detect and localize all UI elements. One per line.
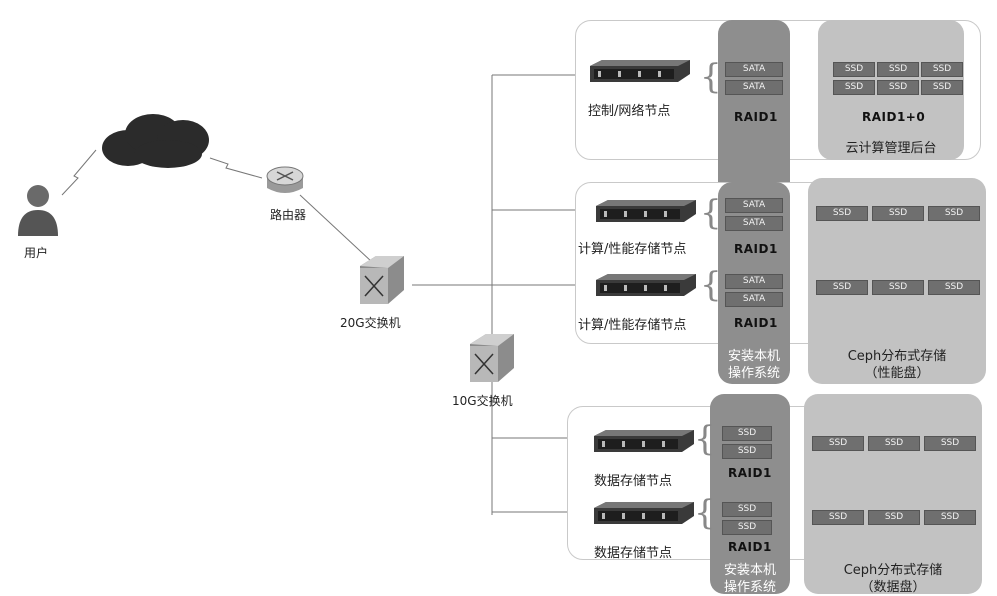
disk-ssd: SSD — [868, 510, 920, 525]
disk-sata: SATA — [725, 274, 783, 289]
switch-10g-icon — [466, 332, 518, 384]
raid-label: RAID1 — [728, 466, 772, 480]
disk-ssd: SSD — [833, 62, 875, 77]
os-caption-line2: 操作系统 — [723, 580, 776, 595]
raid-label: RAID1 — [734, 316, 778, 330]
os-caption-line1: 安装本机 — [727, 349, 780, 364]
disk-ssd: SSD — [816, 206, 868, 221]
os-caption-line1: 安装本机 — [723, 563, 776, 578]
router-label: 路由器 — [270, 208, 307, 222]
control-node-label: 控制/网络节点 — [588, 104, 671, 119]
disk-ssd: SSD — [872, 206, 924, 221]
user-label: 用户 — [24, 246, 49, 260]
disk-sata: SATA — [725, 216, 783, 231]
disk-ssd: SSD — [722, 502, 772, 517]
disk-ssd: SSD — [872, 280, 924, 295]
link-user-cloud — [61, 149, 97, 196]
ceph-data-caption-line1: Ceph分布式存储 — [843, 563, 943, 578]
ceph-data-caption: Ceph分布式存储 （数据盘） — [804, 562, 982, 596]
disk-ssd: SSD — [722, 444, 772, 459]
os-caption: 安装本机 操作系统 — [710, 562, 790, 596]
disk-sata: SATA — [725, 198, 783, 213]
data-node-label: 数据存储节点 — [594, 546, 673, 561]
column-ceph-data — [804, 394, 982, 594]
disk-ssd: SSD — [928, 280, 980, 295]
server-control-icon — [588, 58, 692, 84]
disk-ssd: SSD — [877, 62, 919, 77]
switch-20g-label: 20G交换机 — [340, 316, 401, 330]
link-router-switch20 — [299, 194, 373, 263]
router-icon — [265, 164, 305, 200]
disk-ssd: SSD — [924, 436, 976, 451]
disk-ssd: SSD — [877, 80, 919, 95]
raid-label: RAID1 — [734, 110, 778, 124]
compute-node-label: 计算/性能存储节点 — [578, 242, 687, 257]
disk-sata: SATA — [725, 80, 783, 95]
link-cloud-router — [209, 157, 263, 179]
brace-icon: { — [694, 419, 716, 459]
cloud-icon — [98, 110, 216, 170]
disk-sata: SATA — [725, 292, 783, 307]
server-compute-icon — [594, 272, 698, 298]
disk-ssd: SSD — [812, 436, 864, 451]
disk-ssd: SSD — [868, 436, 920, 451]
os-caption: 安装本机 操作系统 — [718, 348, 790, 382]
disk-ssd: SSD — [928, 206, 980, 221]
raid-label: RAID1+0 — [862, 110, 926, 124]
disk-ssd: SSD — [921, 80, 963, 95]
switch-20g-icon — [356, 254, 408, 306]
disk-ssd: SSD — [722, 520, 772, 535]
disk-ssd: SSD — [924, 510, 976, 525]
brace-icon: { — [700, 57, 722, 97]
ceph-perf-caption-line2: （性能盘） — [864, 366, 930, 381]
disk-ssd: SSD — [833, 80, 875, 95]
os-caption-line2: 操作系统 — [727, 366, 780, 381]
brace-icon: { — [700, 193, 722, 233]
server-data-icon — [592, 428, 696, 454]
ceph-data-caption-line2: （数据盘） — [860, 580, 926, 595]
disk-ssd: SSD — [921, 62, 963, 77]
disk-sata: SATA — [725, 62, 783, 77]
disk-ssd: SSD — [816, 280, 868, 295]
ceph-perf-caption: Ceph分布式存储 （性能盘） — [808, 348, 986, 382]
disk-ssd: SSD — [722, 426, 772, 441]
cloud-admin-caption: 云计算管理后台 — [845, 141, 937, 156]
compute-node-label: 计算/性能存储节点 — [578, 318, 687, 333]
brace-icon: { — [694, 493, 716, 533]
switch-10g-label: 10G交换机 — [452, 394, 513, 408]
disk-ssd: SSD — [812, 510, 864, 525]
ceph-perf-caption-line1: Ceph分布式存储 — [847, 349, 947, 364]
data-node-label: 数据存储节点 — [594, 474, 673, 489]
brace-icon: { — [700, 265, 722, 305]
server-data-icon — [592, 500, 696, 526]
raid-label: RAID1 — [734, 242, 778, 256]
raid-label: RAID1 — [728, 540, 772, 554]
server-compute-icon — [594, 198, 698, 224]
user-icon — [16, 182, 60, 238]
